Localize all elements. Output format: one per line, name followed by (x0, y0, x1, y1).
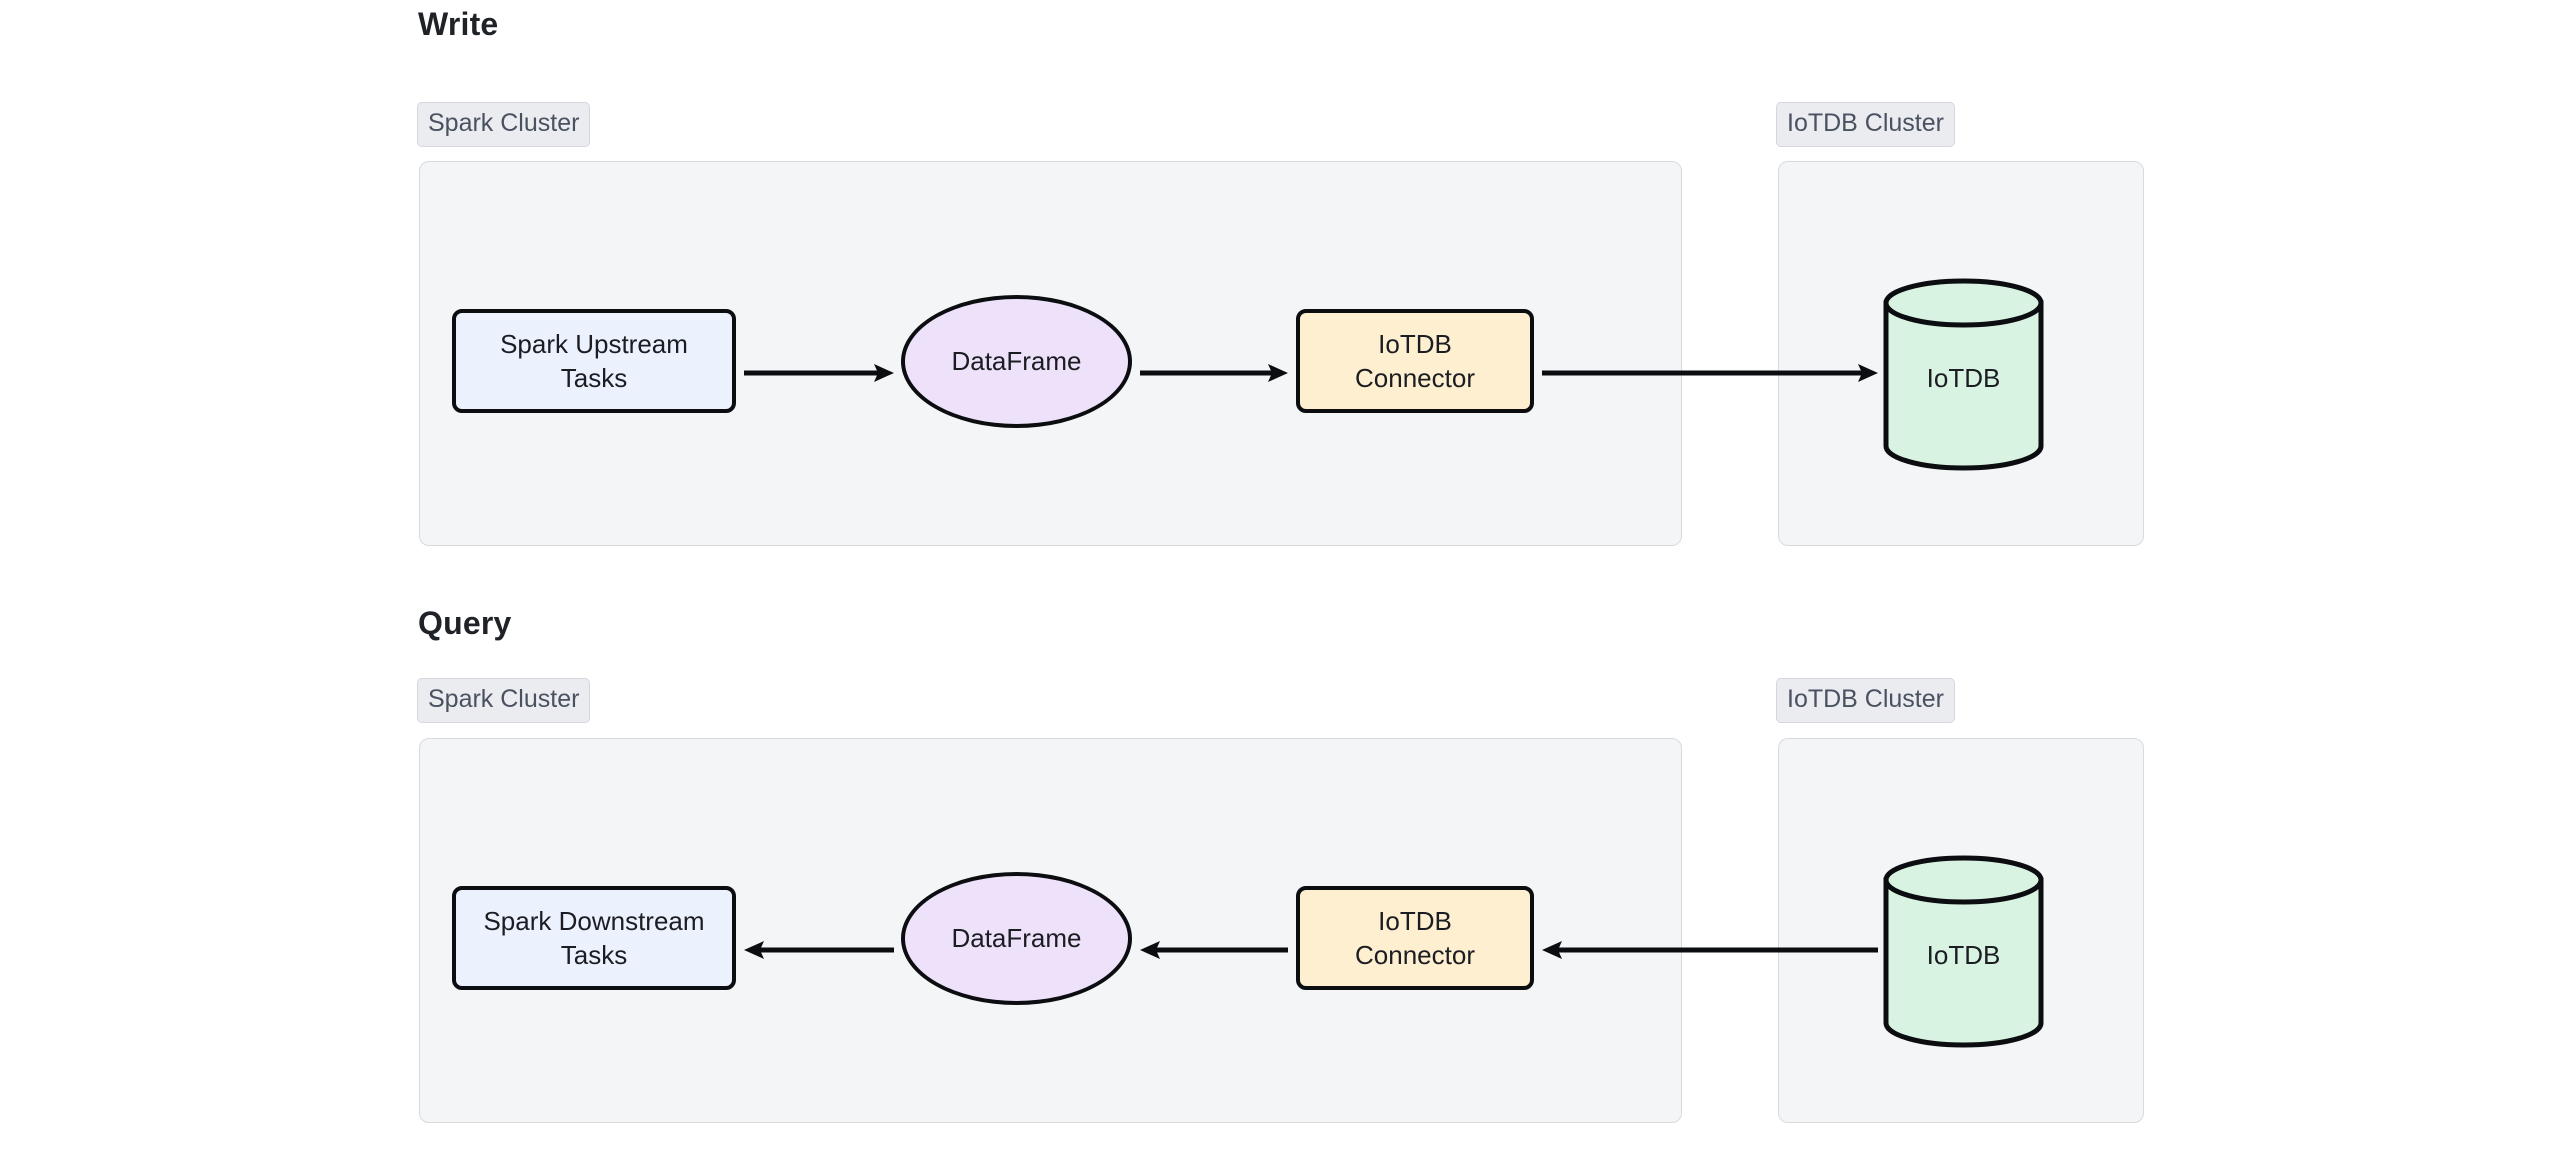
arrow-connector-to-iotdb (1542, 361, 1878, 385)
cluster-label-iotdb-query: IoTDB Cluster (1776, 678, 1955, 723)
cluster-label-spark-write: Spark Cluster (417, 102, 591, 147)
node-label-line1: Spark Upstream (500, 328, 688, 359)
node-label-line2: Tasks (560, 363, 628, 393)
node-label: DataFrame (951, 923, 1082, 954)
node-label: Spark Upstream Tasks (500, 327, 688, 396)
arrow-dataframe-to-connector (1140, 361, 1288, 385)
arrow-upstream-to-dataframe (744, 361, 894, 385)
node-label: IoTDB Connector (1355, 327, 1475, 396)
section-title-write: Write (418, 6, 499, 42)
node-label-line2: Connector (1355, 363, 1475, 393)
node-iotdb-connector-query[interactable]: IoTDB Connector (1296, 886, 1534, 990)
section-title-query: Query (418, 605, 512, 641)
node-label: DataFrame (951, 346, 1082, 377)
arrow-iotdb-to-connector (1542, 938, 1878, 962)
node-label-line2: Tasks (560, 940, 628, 970)
node-iotdb-connector-write[interactable]: IoTDB Connector (1296, 309, 1534, 413)
cluster-label-spark-query: Spark Cluster (417, 678, 591, 723)
node-dataframe-write[interactable]: DataFrame (901, 295, 1132, 428)
arrow-connector-to-dataframe (1140, 938, 1288, 962)
node-dataframe-query[interactable]: DataFrame (901, 872, 1132, 1005)
node-spark-downstream-tasks[interactable]: Spark Downstream Tasks (452, 886, 736, 990)
node-label: Spark Downstream Tasks (483, 904, 704, 973)
node-label: IoTDB Connector (1355, 904, 1475, 973)
cluster-label-iotdb-write: IoTDB Cluster (1776, 102, 1955, 147)
node-iotdb-cylinder-write[interactable]: IoTDB (1882, 277, 2045, 472)
node-label-line2: Connector (1355, 940, 1475, 970)
node-spark-upstream-tasks[interactable]: Spark Upstream Tasks (452, 309, 736, 413)
arrow-dataframe-to-downstream (744, 938, 894, 962)
node-label-line1: Spark Downstream (483, 905, 705, 936)
node-label-line1: IoTDB (1378, 328, 1452, 359)
node-label-line1: IoTDB (1378, 905, 1452, 936)
node-iotdb-cylinder-query[interactable]: IoTDB (1882, 854, 2045, 1049)
